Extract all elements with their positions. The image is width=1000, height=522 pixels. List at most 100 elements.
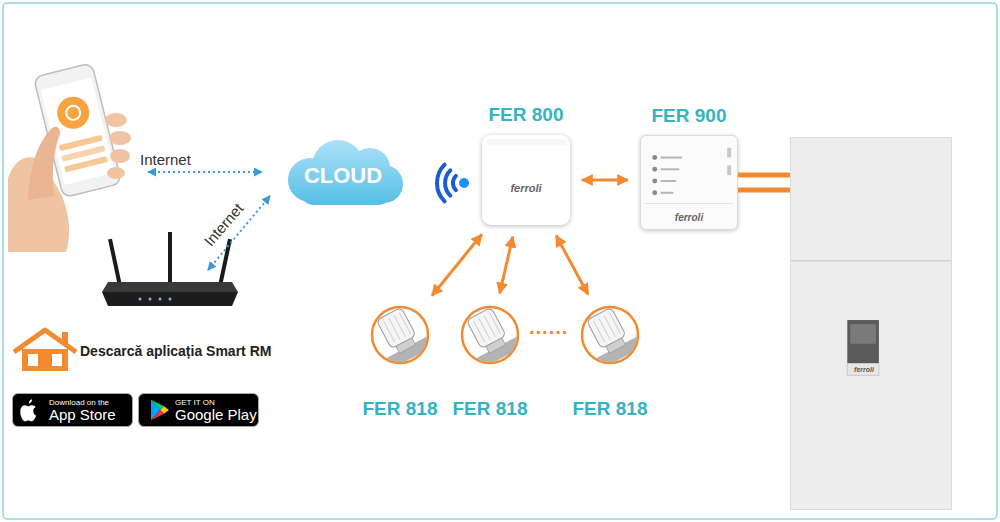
valve-outline-part xyxy=(389,318,400,339)
cloud-node: CLOUD xyxy=(280,138,406,206)
store-badge: Download on theApp Store xyxy=(12,393,133,427)
wifi-symbol-part xyxy=(459,178,469,188)
wifi-symbol-part xyxy=(445,170,450,195)
valve-outline-part xyxy=(586,307,626,348)
node-subtext: App Store xyxy=(49,406,116,423)
house-logo-part xyxy=(22,349,68,371)
valve-outline-part xyxy=(599,318,610,339)
device900-outline-part xyxy=(661,157,683,159)
node-text: Download on the xyxy=(49,398,109,407)
badge-outline-part xyxy=(29,399,32,403)
connector-group xyxy=(432,180,790,296)
device900-outline-part xyxy=(652,167,657,172)
node-subtext: Google Play xyxy=(175,406,257,423)
device800-outline xyxy=(482,135,570,225)
hand-phone-part xyxy=(28,127,60,200)
valve-outline-part xyxy=(399,313,410,334)
link-arrow xyxy=(432,234,482,295)
device800-outline-part xyxy=(486,139,566,145)
valve-outline-part xyxy=(474,321,485,342)
valve-outline xyxy=(580,305,640,365)
valve-outline-part xyxy=(466,307,506,348)
valve-outline-part xyxy=(594,321,605,342)
badge-outline-part xyxy=(20,405,36,421)
node-subtext: ferroli xyxy=(482,182,570,194)
node-text: ferroli xyxy=(848,366,880,373)
router-icon-part xyxy=(149,298,152,301)
device900-outline-part xyxy=(661,192,674,194)
boiler-outline-part xyxy=(847,320,879,363)
wifi-symbol-part xyxy=(437,165,445,202)
link-arrow xyxy=(556,236,588,295)
hand-phone xyxy=(8,63,131,252)
app-note: Descarcă aplicația Smart RM xyxy=(80,343,271,359)
valve-outline-part xyxy=(572,300,648,372)
valve-outline-part xyxy=(484,315,495,336)
valve-outline-part xyxy=(394,315,405,336)
node-text: FER 800 xyxy=(462,104,590,126)
boiler-outline-part xyxy=(791,260,951,261)
ellipsis-mark: ...... xyxy=(529,316,568,339)
link-label: Internet xyxy=(200,200,246,250)
valve-outline-part xyxy=(362,300,438,372)
device900-outline-part xyxy=(727,165,731,175)
router-icon-part xyxy=(102,282,238,292)
house-logo-part xyxy=(62,332,68,344)
wifi-symbol-part xyxy=(453,176,456,190)
device900-outline-part xyxy=(661,168,680,170)
house-logo-part xyxy=(14,330,76,352)
valve-outline xyxy=(370,305,430,365)
badge-outline-part xyxy=(160,406,168,414)
router-icon-part xyxy=(168,232,172,286)
device900-outline-part xyxy=(661,180,677,182)
valve-outline-part xyxy=(376,307,416,348)
house-logo xyxy=(14,330,76,371)
node-text: FER 818 xyxy=(430,398,550,420)
valve-circle: FER 818 xyxy=(460,305,520,365)
valve-circle: FER 818 xyxy=(580,305,640,365)
gateway-device: FER 800ferroli xyxy=(482,135,570,225)
router-icon-part xyxy=(102,292,238,306)
device900-outline-part xyxy=(727,148,731,158)
hand-phone-part xyxy=(109,131,131,145)
hand-phone-part xyxy=(64,156,108,172)
router-icon-part xyxy=(169,298,172,301)
valve-outline-part xyxy=(489,313,500,334)
internet-link xyxy=(148,171,262,173)
store-badge: GET IT ONGoogle Play xyxy=(138,393,259,427)
node-text: GET IT ON xyxy=(175,398,215,407)
cable-gap xyxy=(738,178,790,188)
link-label: Internet xyxy=(140,151,191,168)
valve-outline xyxy=(460,305,520,365)
link-arrow xyxy=(500,237,513,294)
wifi-symbol xyxy=(437,165,469,202)
hand-phone-part xyxy=(65,104,82,121)
frame-border xyxy=(3,3,997,519)
valve-outline-part xyxy=(384,321,395,342)
node-text: CLOUD xyxy=(280,163,406,189)
device900-outline-part xyxy=(652,179,657,184)
valve-outline-part xyxy=(604,315,615,336)
router-icon-part xyxy=(108,239,122,287)
hand-phone-part xyxy=(110,149,130,163)
node-text: FER 818 xyxy=(340,398,460,420)
valve-outline-part xyxy=(452,300,528,372)
node-subtext: ferroli xyxy=(641,212,737,223)
device900-outline-part xyxy=(645,203,733,204)
boiler-outline-part xyxy=(850,324,876,344)
valve-outline-part xyxy=(609,313,620,334)
boiler-unit: ferroli xyxy=(790,137,952,510)
cable-connector xyxy=(738,173,790,193)
receiver-device: FER 900ferroli xyxy=(640,135,738,230)
hand-phone-part xyxy=(105,113,127,127)
node-text: FER 818 xyxy=(550,398,670,420)
house-logo-part xyxy=(28,354,38,366)
router-icon-part xyxy=(159,298,162,301)
router-icon-part xyxy=(218,239,232,287)
hand-phone-part xyxy=(107,167,125,179)
valve-circle: FER 818 xyxy=(370,305,430,365)
hand-phone-part xyxy=(54,93,93,132)
